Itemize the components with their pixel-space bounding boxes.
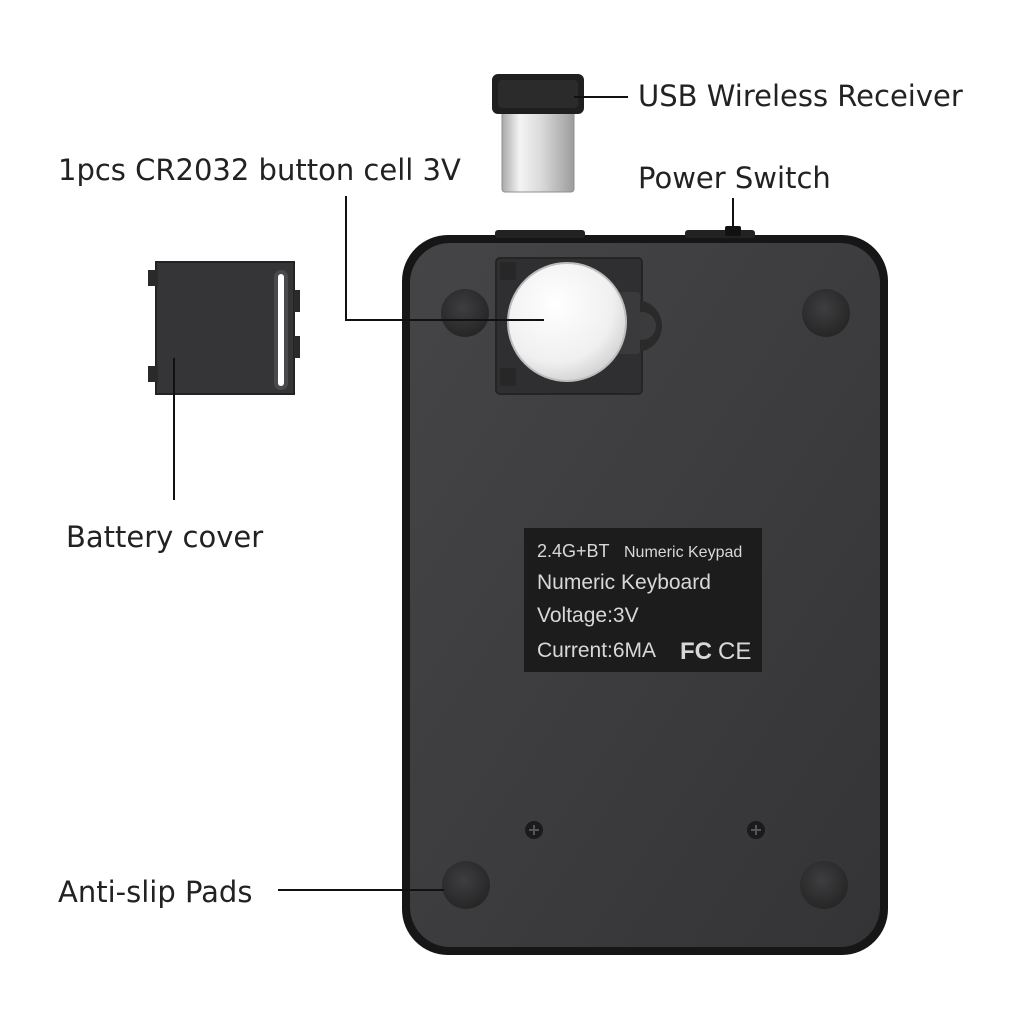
label-line-2: Numeric Keyboard [537, 571, 711, 594]
label-line-1-sub: Numeric Keypad [624, 544, 742, 561]
product-label: 2.4G+BT Numeric Keypad Numeric Keyboard … [524, 528, 762, 672]
anti-slip-pad [442, 861, 490, 909]
callout-battery: 1pcs CR2032 button cell 3V [58, 153, 461, 187]
battery-cover [148, 261, 300, 395]
usb-wireless-receiver [492, 74, 584, 193]
callout-power-switch: Power Switch [638, 161, 831, 195]
leader-battery [345, 196, 544, 321]
callout-battery-cover: Battery cover [66, 520, 264, 554]
ce-mark-icon: CE [718, 638, 751, 665]
label-line-4: Current:6MA [537, 639, 656, 662]
callout-usb-receiver: USB Wireless Receiver [638, 79, 963, 113]
anti-slip-pads [441, 289, 850, 909]
power-switch [725, 226, 741, 236]
fcc-mark-icon: FC [680, 638, 712, 665]
anti-slip-pad [800, 861, 848, 909]
label-line-1-main: 2.4G+BT [537, 541, 610, 561]
screws [525, 821, 765, 839]
label-line-3: Voltage:3V [537, 604, 639, 627]
button-cell-battery [507, 262, 627, 382]
callout-anti-slip-pads: Anti-slip Pads [58, 875, 253, 909]
battery-compartment [495, 257, 662, 395]
anti-slip-pad [802, 289, 850, 337]
anti-slip-pad [441, 289, 489, 337]
leader-lines [173, 96, 734, 891]
